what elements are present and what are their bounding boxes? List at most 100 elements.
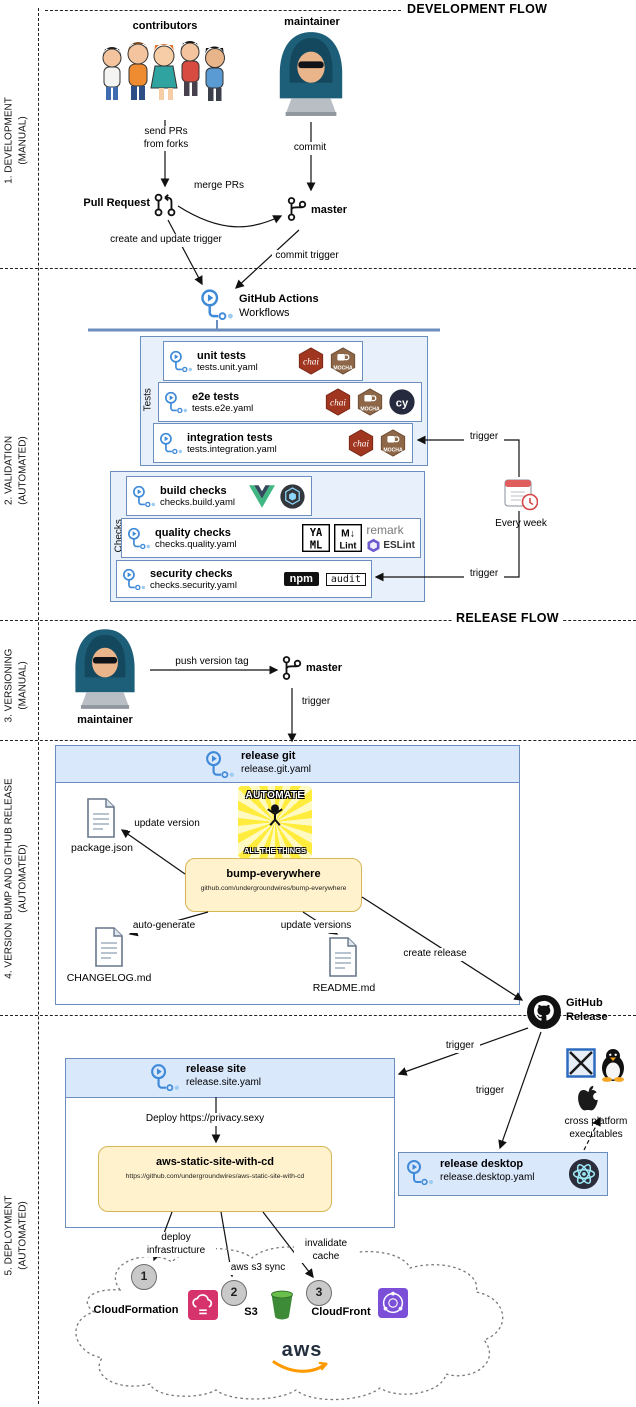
release-site-title: release site bbox=[186, 1063, 246, 1075]
side-label-deployment: 5. DEPLOYMENT (AUTOMATED) bbox=[3, 1146, 30, 1326]
contributors-label: contributors bbox=[132, 20, 198, 32]
workflow-row-unit-tests: unit tests tests.unit.yaml bbox=[163, 341, 363, 381]
workflow-icon-release-git bbox=[205, 750, 235, 778]
github-actions-title: GitHub Actions bbox=[239, 293, 319, 305]
release-flow-divider bbox=[0, 620, 636, 621]
workflow-text: security checks checks.security.yaml bbox=[150, 568, 280, 591]
cloudfront-icon bbox=[378, 1288, 408, 1318]
workflow-icon-release-desktop bbox=[406, 1159, 434, 1185]
meme-bottom-text: ALL THE THINGS bbox=[244, 846, 306, 855]
create-update-trigger-edge-label: create and update trigger bbox=[100, 234, 232, 247]
cloudformation-icon bbox=[188, 1290, 218, 1320]
workflow-file: checks.quality.yaml bbox=[155, 538, 237, 550]
update-version-edge-label: update version bbox=[128, 818, 206, 831]
trigger-release-git-edge-label: trigger bbox=[296, 696, 336, 709]
workflow-icon-release-site bbox=[150, 1063, 180, 1091]
master-branch-icon bbox=[286, 196, 308, 222]
pull-request-label: Pull Request bbox=[83, 197, 150, 209]
s3-label: S3 bbox=[244, 1306, 258, 1318]
chai-icon bbox=[324, 388, 352, 416]
side-label-development-line1: 1. DEVELOPMENT bbox=[3, 97, 15, 184]
workflow-row-build-checks: build checks checks.build.yaml bbox=[126, 476, 312, 516]
chai-icon bbox=[347, 429, 375, 457]
deploy-privacy-sexy-edge-label: Deploy https://privacy.sexy bbox=[138, 1113, 272, 1126]
arrow-merge-prs bbox=[177, 205, 283, 228]
invalidate-line2: cache bbox=[312, 1250, 340, 1262]
send-prs-edge-label: send PRs from forks bbox=[130, 126, 202, 151]
yaml-icon bbox=[302, 524, 330, 552]
step-1-badge: 1 bbox=[131, 1264, 157, 1290]
trigger-desktop-edge-label: trigger bbox=[470, 1085, 510, 1098]
weekly-schedule-calendar-icon bbox=[504, 477, 538, 511]
webpack-icon bbox=[279, 483, 306, 510]
workflow-file: tests.e2e.yaml bbox=[192, 402, 254, 414]
mocha-icon bbox=[379, 429, 407, 457]
automate-all-the-things-meme: AUTOMATE ALL THE THINGS bbox=[238, 786, 312, 858]
development-flow-title: DEVELOPMENT FLOW bbox=[403, 2, 552, 16]
github-release-line2: Release bbox=[566, 1010, 608, 1023]
meme-top-text: AUTOMATE bbox=[245, 790, 305, 801]
workflow-text: unit tests tests.unit.yaml bbox=[197, 350, 293, 373]
arrow-pr-to-actions bbox=[167, 219, 203, 286]
aws-smile-icon bbox=[272, 1360, 328, 1373]
vue-icon bbox=[249, 485, 275, 508]
release-site-file: release.site.yaml bbox=[186, 1077, 262, 1088]
left-section-divider bbox=[38, 8, 39, 1404]
shouting-figure-icon bbox=[263, 802, 287, 826]
github-release-label: GitHub Release bbox=[566, 997, 626, 1025]
side-label-deployment-line2: (AUTOMATED) bbox=[17, 1201, 28, 1270]
mocha-icon bbox=[356, 388, 384, 416]
workflow-title: security checks bbox=[150, 567, 233, 580]
release-desktop-file: release.desktop.yaml bbox=[440, 1172, 535, 1183]
changelog-label: CHANGELOG.md bbox=[66, 972, 152, 984]
aws-static-site-with-cd-box: aws-static-site-with-cd https://github.c… bbox=[98, 1146, 332, 1212]
every-week-label: Every week bbox=[495, 518, 547, 529]
side-label-development: 1. DEVELOPMENT (MANUAL) bbox=[3, 51, 30, 231]
commit-edge-label: commit bbox=[288, 142, 332, 155]
cross-platform-line1: cross platform bbox=[564, 1116, 628, 1127]
trigger-tests-edge-label: trigger bbox=[464, 431, 504, 444]
release-flow-title: RELEASE FLOW bbox=[452, 611, 563, 625]
maintainer-image-versioning bbox=[68, 627, 142, 713]
cloudformation-label: CloudFormation bbox=[93, 1304, 179, 1316]
aws-static-site-url: https://github.com/undergroundwires/aws-… bbox=[125, 1173, 305, 1180]
commit-trigger-edge-label: commit trigger bbox=[272, 250, 342, 263]
send-prs-line1: send PRs bbox=[144, 126, 188, 137]
arrow-schedule-to-tests bbox=[416, 435, 520, 477]
trigger-checks-edge-label: trigger bbox=[464, 568, 504, 581]
eslint-icon-text: ESLint bbox=[383, 540, 415, 551]
maintainer-label-versioning: maintainer bbox=[77, 714, 133, 726]
release-site-header-band bbox=[66, 1059, 394, 1098]
release-git-title: release git bbox=[241, 750, 296, 762]
maintainer-image bbox=[272, 30, 350, 120]
workflow-icon bbox=[159, 432, 183, 454]
readme-doc-icon bbox=[328, 936, 358, 978]
workflow-row-e2e-tests: e2e tests tests.e2e.yaml bbox=[158, 382, 422, 422]
workflow-text: build checks checks.build.yaml bbox=[160, 485, 245, 508]
merge-prs-edge-label: merge PRs bbox=[192, 180, 246, 193]
npm-audit-badge: audit bbox=[325, 572, 366, 586]
side-label-version-bump-line2: (AUTOMATED) bbox=[17, 844, 28, 913]
github-actions-icon bbox=[200, 288, 234, 320]
workflow-text: quality checks checks.quality.yaml bbox=[155, 527, 298, 550]
workflow-icon bbox=[122, 568, 146, 590]
s3-icon bbox=[268, 1290, 296, 1320]
quality-icons-stack: remark ESLint bbox=[366, 523, 415, 553]
side-label-validation-line2: (AUTOMATED) bbox=[17, 436, 28, 505]
npm-icon: npm bbox=[283, 572, 319, 586]
contributors-image bbox=[98, 36, 230, 118]
section-divider-deployment bbox=[0, 1015, 636, 1016]
aws-logo-text: aws bbox=[281, 1339, 323, 1361]
side-label-validation-line1: 2. VALIDATION bbox=[3, 435, 15, 506]
aws-logo: aws bbox=[264, 1340, 340, 1379]
eslint-hexagon-icon bbox=[366, 538, 381, 553]
step-2-badge: 2 bbox=[221, 1280, 247, 1306]
step-3-badge: 3 bbox=[306, 1280, 332, 1306]
side-label-versioning: 3. VERSIONING (MANUAL) bbox=[3, 596, 30, 776]
workflow-file: checks.build.yaml bbox=[160, 496, 235, 508]
package-json-label: package.json bbox=[71, 842, 133, 854]
github-release-line1: GitHub bbox=[566, 997, 603, 1009]
auto-generate-edge-label: auto-generate bbox=[126, 920, 202, 933]
deploy-infrastructure-edge-label: deploy infrastructure bbox=[136, 1232, 216, 1257]
development-flow-divider bbox=[45, 10, 401, 11]
